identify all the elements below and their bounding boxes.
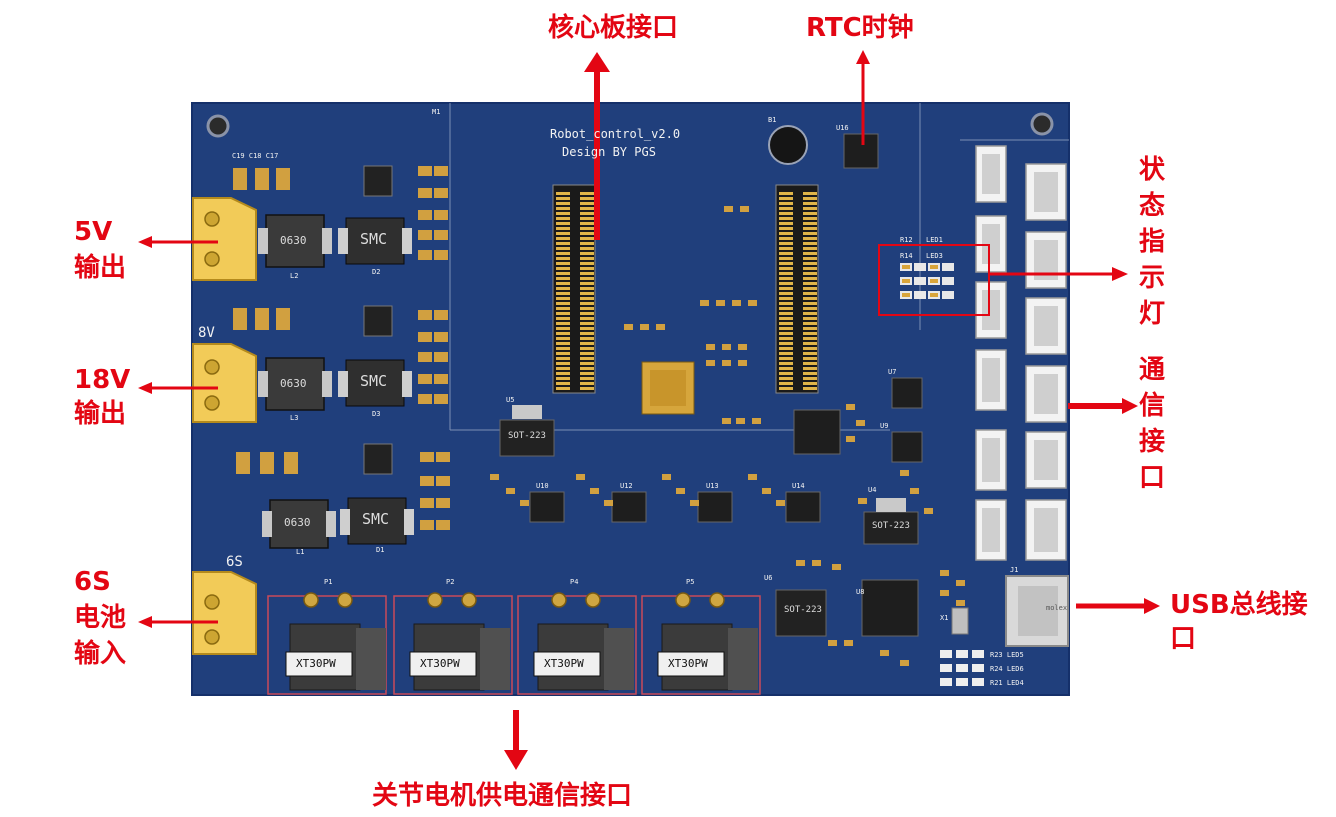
crystal-label: X1 [940,614,949,622]
label-5v-line2: 输出 [74,253,127,283]
inductor-label-l3: L3 [290,414,299,422]
mounting-holes [206,112,1054,138]
diode-label-d3: D3 [372,410,381,418]
led-label-r14: R14 [900,252,913,260]
label-5v-line1: 5V [74,217,113,247]
diode-mark-3: SMC [362,510,390,528]
u13-label: U13 [706,482,719,490]
caps-top-label: C19 C18 C17 [232,152,279,160]
xt30-label-p5: P5 [686,578,695,586]
usb-j1-label: J1 [1010,566,1019,574]
diode-mark-2: SMC [360,372,388,390]
label-6s-line3: 输入 [74,639,127,669]
usb-led-5: R23 LED5 [990,651,1024,659]
board-title: Robot_control_v2.0 [550,127,681,141]
u10-label: U10 [536,482,549,490]
u5-label: U5 [506,396,515,404]
xt30-label-p2: P2 [446,578,455,586]
label-status-led: 状态指示灯 [1138,155,1165,329]
inductor-label-l2: L2 [290,272,299,280]
label-rtc: RTC时钟 [806,13,914,43]
usb-brand: molex [1046,604,1068,612]
usb-led-6: R24 LED6 [990,665,1024,673]
diode-label-d1: D1 [376,546,385,554]
xt30-mark-2: XT30PW [420,657,460,670]
diode-mark-1: SMC [360,230,388,248]
xt30-mark-4: XT30PW [668,657,708,670]
led-label-led3: LED3 [926,252,943,260]
xt30-connectors [267,592,761,695]
label-6s-line1: 6S [74,567,111,597]
ldo-mark-3: SOT-223 [784,605,822,615]
label-usb: USB总线接口 [1170,590,1308,654]
label-comm: 通信接口 [1138,355,1165,493]
led-label-led1: LED1 [926,236,943,244]
diode-label-d2: D2 [372,268,381,276]
inductor-mark-3: 0630 [284,516,311,529]
led-label-r12: R12 [900,236,913,244]
xt30-mark-3: XT30PW [544,657,584,670]
inductor-mark-2: 0630 [280,377,307,390]
u12-label: U12 [620,482,633,490]
inductor-mark-1: 0630 [280,234,307,247]
u9-label: U9 [880,422,889,430]
callout-arrows [138,50,1160,770]
ldo-mark-2: SOT-223 [872,521,910,531]
label-joint: 关节电机供电通信接口 [372,781,633,811]
connector-18v-label: 8V [198,325,215,341]
u14-label: U14 [792,482,805,490]
ldo-mark-1: SOT-223 [508,431,546,441]
connector-6s-label: 6S [226,554,243,570]
label-18v-line1: 18V [74,365,131,395]
u4-label: U4 [868,486,877,494]
u7-label: U7 [888,368,897,376]
label-18v-line2: 输出 [74,399,127,429]
u6-label: U6 [764,574,773,582]
usb-led-4: R21 LED4 [990,679,1024,687]
xt30-mark-1: XT30PW [296,657,336,670]
m1-label: M1 [432,108,441,116]
xt30-label-p1: P1 [324,578,333,586]
u16-label: U16 [836,124,849,132]
u8-label: U8 [856,588,865,596]
xt30-label-p4: P4 [570,578,579,586]
inductor-label-l1: L1 [296,548,305,556]
b1-label: B1 [768,116,777,124]
status-led-highlight [878,244,990,316]
board-designer: Design BY PGS [562,145,656,159]
label-6s-line2: 电池 [74,603,127,633]
label-core-board: 核心板接口 [548,13,679,43]
